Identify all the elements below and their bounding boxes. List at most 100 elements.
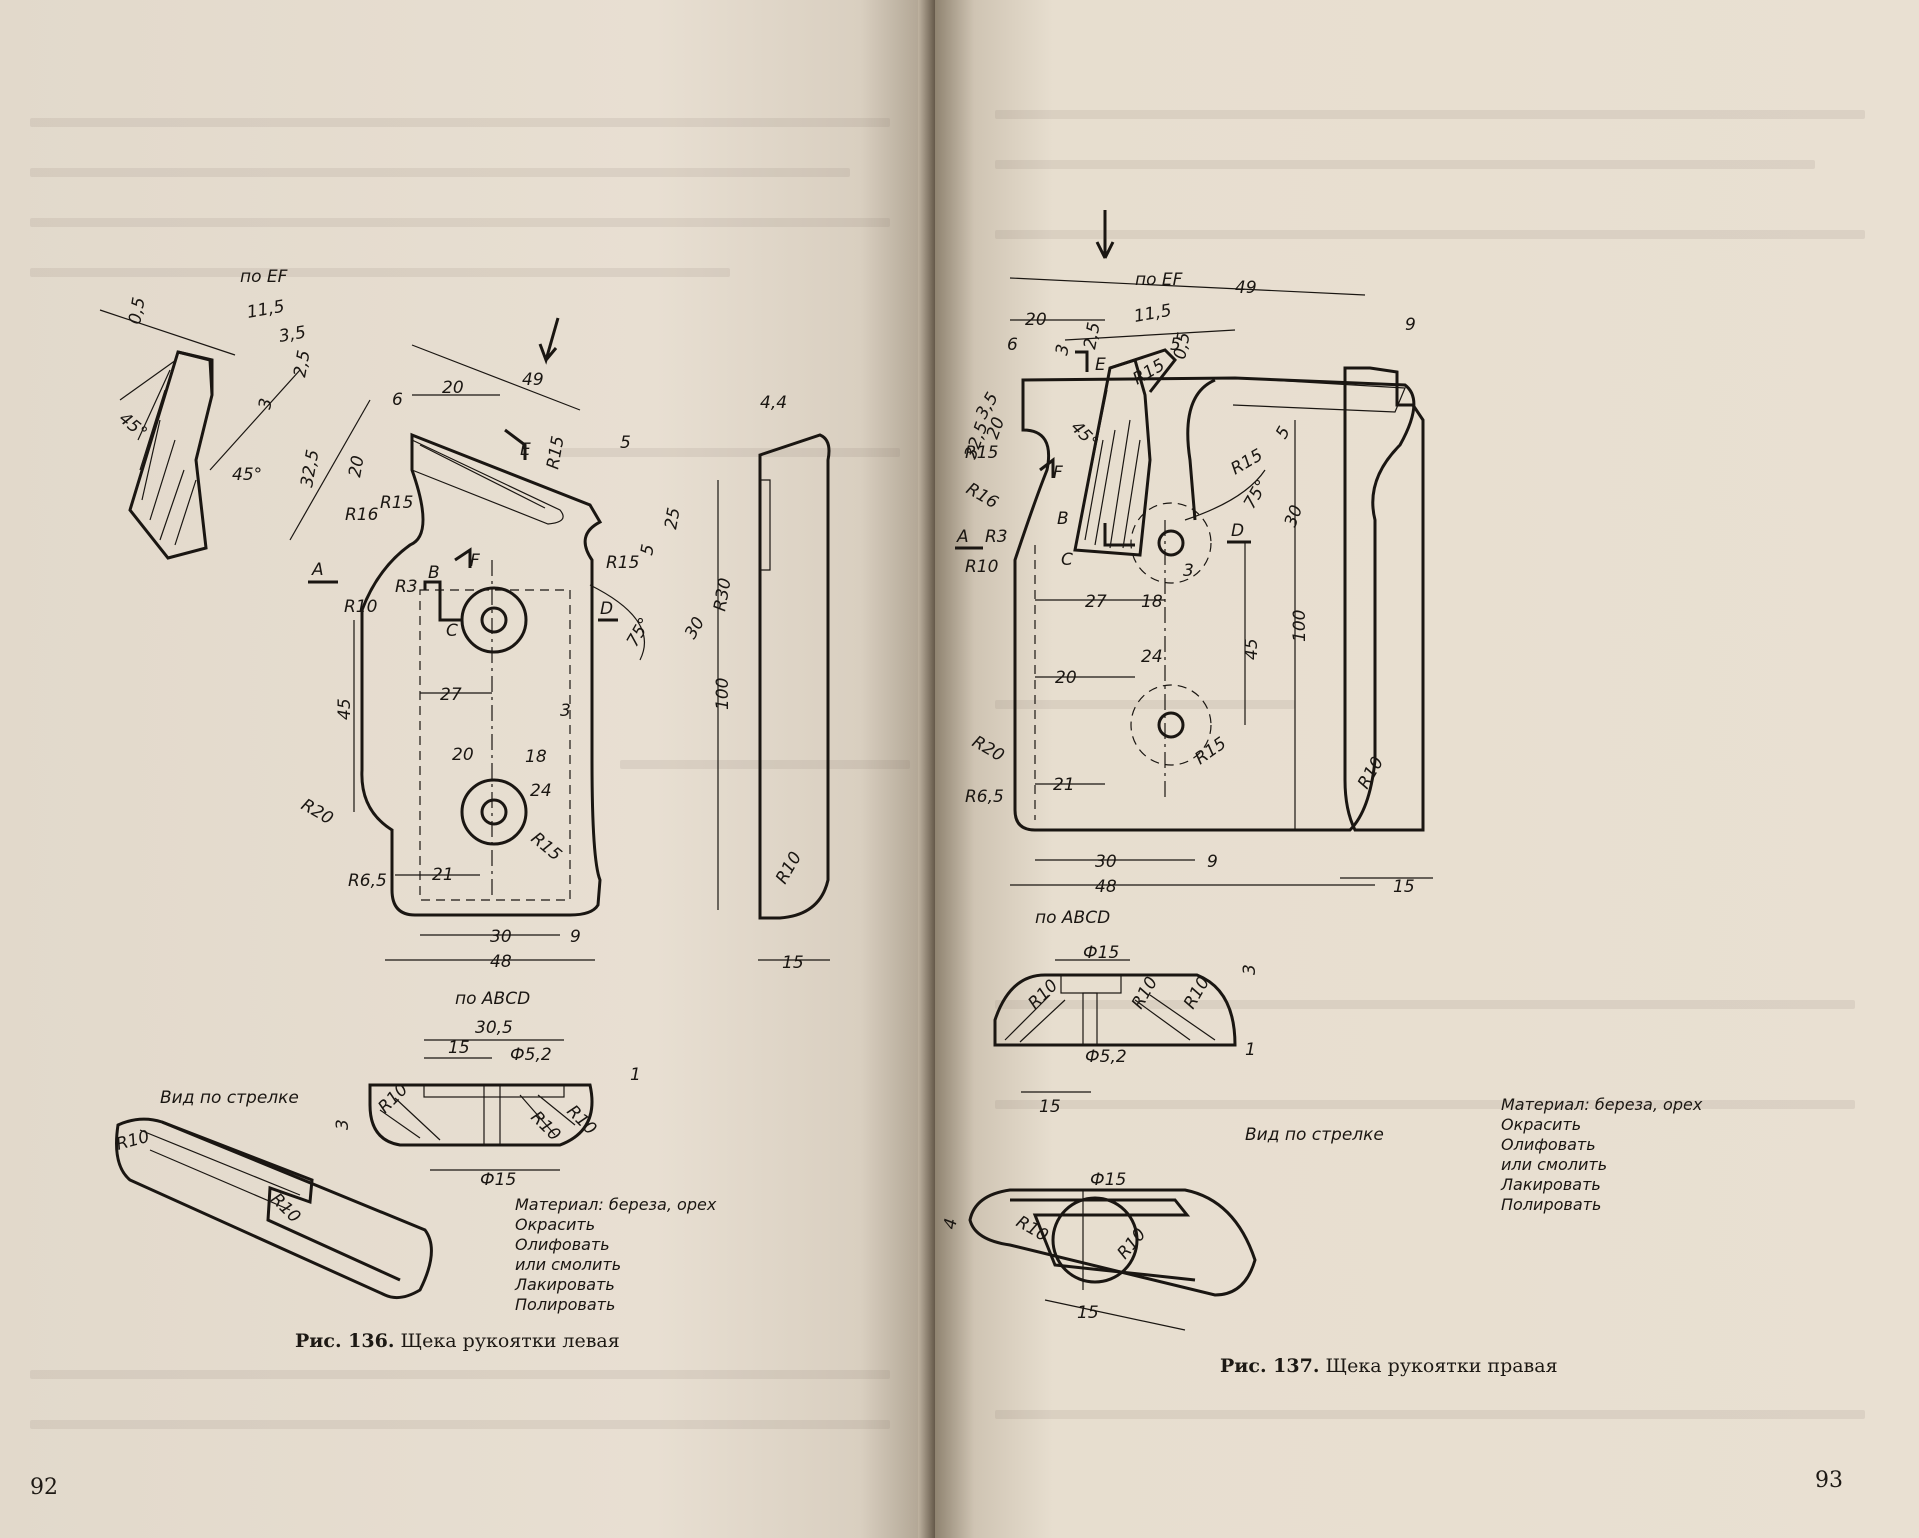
- section-ef-right: 2,5 11,5 0,5 3 45°: [1052, 301, 1236, 557]
- dim-label: 3: [1240, 964, 1260, 975]
- bleed-through-text: [30, 218, 890, 227]
- dim-label: F: [470, 551, 480, 571]
- caption-number: Рис. 136.: [295, 1330, 395, 1352]
- dim-label: 30: [1281, 503, 1307, 530]
- dim-label: 0,5: [1170, 331, 1194, 361]
- dim-label: 9: [570, 927, 581, 947]
- dim-label: 45°: [115, 409, 151, 444]
- dim-label: 45: [335, 698, 355, 720]
- dim-label: 0,5: [125, 296, 149, 326]
- dim-label: R10: [1354, 754, 1388, 793]
- dim-label: 27: [1085, 592, 1107, 612]
- dim-label: Ф15: [1090, 1170, 1126, 1190]
- dim-label: 21: [432, 865, 454, 885]
- dim-label: R16: [345, 505, 379, 525]
- dim-label: 1: [630, 1065, 641, 1085]
- dim-label: R3: [985, 527, 1008, 547]
- bleed-through-text: [995, 700, 1295, 709]
- section-ef-title-right: по EF: [1135, 270, 1183, 290]
- dim-label: 30,5: [475, 1018, 513, 1038]
- material-line: Полировать: [515, 1295, 616, 1314]
- dim-label: 24: [1141, 647, 1163, 667]
- side-view-right: R10 15: [1340, 366, 1433, 897]
- material-note-left: Материал: береза, орех Окрасить Олифоват…: [515, 1195, 716, 1315]
- dim-label: 20: [1055, 668, 1077, 688]
- right-grip-drawing: 2,5 11,5 0,5 3 45° по EF 4 9: [940, 210, 1433, 1331]
- dim-label: 45°: [1066, 417, 1101, 452]
- page-number-right: 93: [1815, 1468, 1843, 1493]
- dim-label: R10: [526, 1107, 564, 1145]
- dim-label: 20: [1025, 310, 1047, 330]
- dim-label: B: [428, 563, 440, 583]
- arrow-view-title-right: Вид по стрелке: [1245, 1125, 1384, 1145]
- dim-label: 49: [522, 370, 544, 390]
- bleed-through-text: [995, 1100, 1855, 1109]
- dim-label: 4,4: [760, 393, 787, 413]
- material-note-right: Материал: береза, орех Окрасить Олифоват…: [1501, 1095, 1702, 1215]
- dim-label: R10: [772, 849, 806, 888]
- dim-label: D: [600, 599, 613, 619]
- dim-label: R3: [395, 577, 418, 597]
- bleed-through-text: [30, 118, 890, 127]
- dim-label: R20: [298, 795, 337, 829]
- material-line: или смолить: [515, 1255, 622, 1274]
- dim-label: R15: [1228, 445, 1267, 479]
- dim-label: C: [446, 621, 458, 641]
- dim-label: 30: [1095, 852, 1117, 872]
- dim-label: 15: [448, 1038, 470, 1058]
- dim-label: 45°: [232, 465, 262, 485]
- figure-caption-right: Рис. 137. Щека рукоятки правая: [1220, 1355, 1558, 1377]
- dim-label: 30: [490, 927, 512, 947]
- dim-label: 2,5: [1080, 321, 1104, 351]
- arrow-view-right: Ф15 4 R10 R10 15: [940, 1170, 1257, 1331]
- dim-label: 4: [940, 1217, 962, 1231]
- section-abcd-title-right: по ABCD: [1035, 908, 1110, 928]
- dim-label: 3: [1052, 343, 1074, 357]
- dim-label: 3: [560, 701, 571, 721]
- material-line: Лакировать: [1501, 1175, 1601, 1194]
- material-line: Олифовать: [515, 1235, 610, 1254]
- dim-label: 15: [1077, 1303, 1099, 1323]
- dim-label: 15: [782, 953, 804, 973]
- dim-label: R30: [710, 576, 736, 612]
- dim-label: 100: [713, 678, 733, 710]
- dim-label: 15: [1393, 877, 1415, 897]
- dim-label: 20: [345, 454, 368, 479]
- dim-label: 75°: [1240, 476, 1272, 512]
- grip-outline-left: [360, 432, 603, 917]
- dim-label: 9: [1207, 852, 1218, 872]
- section-ef-left: 0,5 11,5 3,5 2,5 3 45° 45°: [99, 296, 315, 560]
- side-view-left: R10 15: [758, 433, 831, 973]
- dim-label: R15: [606, 553, 639, 573]
- dim-label: R15: [965, 443, 998, 463]
- dim-label: 27: [440, 685, 462, 705]
- dim-label: R15: [527, 829, 565, 866]
- bleed-through-text: [995, 1000, 1855, 1009]
- dim-label: Ф15: [480, 1170, 516, 1190]
- material-line: Олифовать: [1501, 1135, 1596, 1154]
- dim-label: R10: [1128, 974, 1162, 1013]
- dim-label: R10: [114, 1127, 151, 1155]
- dim-label: 3: [255, 397, 277, 411]
- bleed-through-text: [30, 168, 850, 177]
- dim-label: 15: [1039, 1097, 1061, 1117]
- dim-label: 11,5: [1132, 301, 1173, 327]
- dim-label: 20: [452, 745, 474, 765]
- bleed-through-text: [30, 268, 730, 277]
- section-abcd-title: по ABCD: [455, 989, 530, 1009]
- dim-label: 75°: [623, 614, 655, 650]
- arrow-view-title: Вид по стрелке: [160, 1088, 299, 1108]
- bleed-through-text: [995, 110, 1865, 119]
- section-abcd-right: Ф15 3 R10 R10 R10 Ф5,2 1 15: [993, 943, 1260, 1117]
- dim-label: 30: [681, 614, 709, 643]
- dim-label: 45: [1242, 638, 1262, 660]
- dim-label: 1: [1245, 1040, 1256, 1060]
- dim-label: 3: [333, 1119, 353, 1130]
- left-grip-drawing: 0,5 11,5 3,5 2,5 3 45° 45° по EF: [99, 267, 831, 1300]
- dim-label: R10: [965, 557, 998, 577]
- dim-label: 32,5: [297, 448, 323, 489]
- caption-text: Щека рукоятки правая: [1325, 1355, 1558, 1377]
- dim-label: 48: [1095, 877, 1117, 897]
- dim-label: 6: [1007, 335, 1018, 355]
